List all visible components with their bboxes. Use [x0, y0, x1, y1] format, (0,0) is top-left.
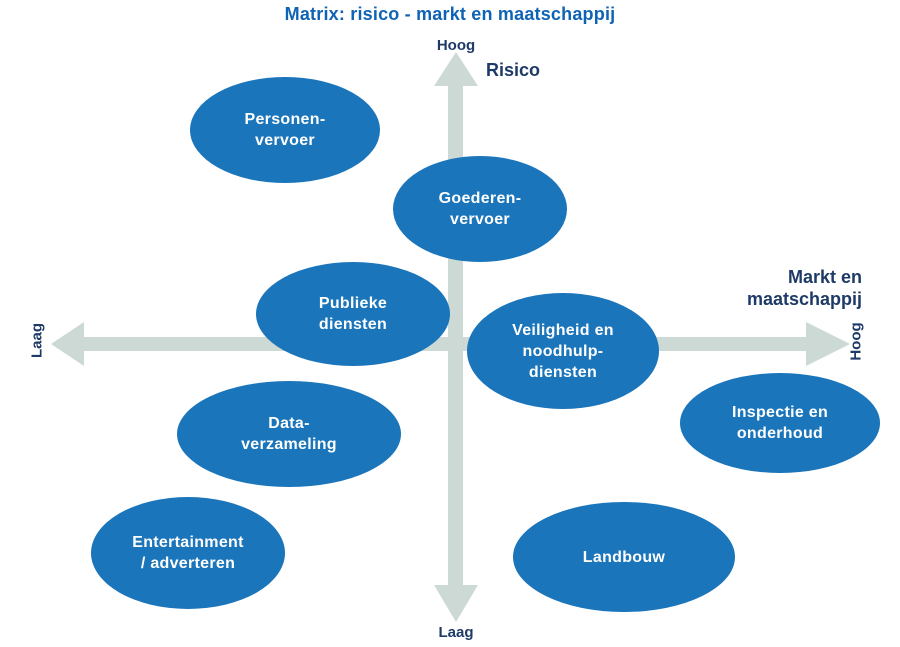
arrow-left-icon	[51, 322, 84, 366]
bubble-landbouw: Landbouw	[513, 502, 735, 612]
bubble-entertainment-adverteren: Entertainment / adverteren	[91, 497, 285, 609]
vertical-axis-title: Risico	[486, 60, 541, 80]
arrow-right-icon	[806, 322, 850, 366]
bubble-publieke-diensten: Publieke diensten	[256, 262, 450, 366]
bubble-inspectie-onderhoud: Inspectie en onderhoud	[680, 373, 880, 473]
bubble-personenvervoer: Personen- vervoer	[190, 77, 380, 183]
horizontal-axis-title: Markt en maatschappij	[746, 267, 862, 309]
bubble-dataverzameling: Data- verzameling	[177, 381, 401, 487]
bubble-veiligheid-noodhulpdiensten: Veiligheid en noodhulp- diensten	[467, 293, 659, 409]
page-title: Matrix: risico - markt en maatschappij	[284, 4, 616, 24]
vertical-axis-top-label: Hoog	[436, 37, 476, 54]
arrow-down-icon	[434, 585, 478, 622]
bubble-goederenvervoer: Goederen- vervoer	[393, 156, 567, 262]
vertical-axis-bottom-label: Laag	[438, 624, 474, 641]
arrow-up-icon	[434, 52, 478, 86]
horizontal-axis-line	[84, 337, 806, 351]
horizontal-axis-left-label: Laag	[28, 323, 46, 359]
